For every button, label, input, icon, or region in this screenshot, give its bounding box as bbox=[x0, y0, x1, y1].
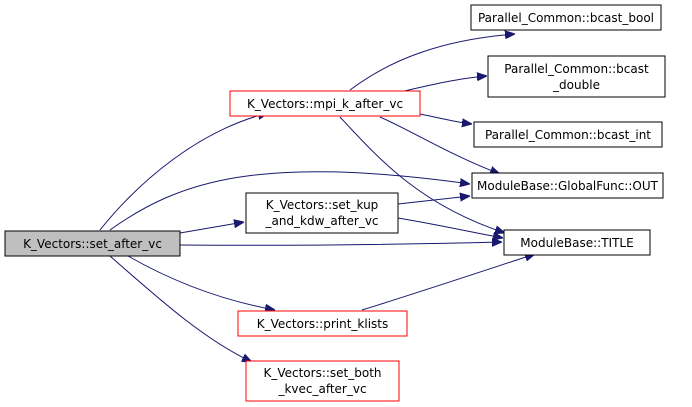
node-label-line-1: Parallel_Common::bcast bbox=[504, 62, 649, 76]
node-label-line-1: K_Vectors::set_both bbox=[263, 366, 381, 380]
node-box bbox=[237, 310, 408, 337]
node-label: K_Vectors::set_after_vc bbox=[23, 237, 162, 251]
edge-set-after-vc-to-globalfunc-out bbox=[109, 171, 470, 231]
node-set-after-vc[interactable]: K_Vectors::set_after_vc bbox=[4, 230, 181, 257]
node-box bbox=[503, 229, 651, 256]
node-label-line-2: _and_kdw_after_vc bbox=[264, 214, 378, 228]
edge-set-after-vc-to-mpi-k-after-vc bbox=[99, 113, 268, 231]
edge-mpi-k-after-vc-to-bcast-int bbox=[419, 113, 472, 124]
node-label: K_Vectors::print_klists bbox=[257, 317, 388, 331]
edges bbox=[99, 34, 535, 362]
node-box bbox=[471, 172, 664, 199]
node-set-both-kvec-after-vc[interactable]: K_Vectors::set_both _kvec_after_vc bbox=[245, 360, 400, 402]
node-label-line-2: _kvec_after_vc bbox=[277, 382, 366, 396]
edge-mpi-k-after-vc-to-bcast-bool bbox=[349, 34, 515, 91]
edge-set-after-vc-to-set-kup-and-kdw bbox=[179, 222, 244, 234]
edge-set-kup-to-globalfunc-out bbox=[397, 196, 470, 205]
node-bcast-bool[interactable]: Parallel_Common::bcast_bool bbox=[470, 4, 662, 31]
node-box bbox=[487, 55, 666, 98]
node-set-kup-and-kdw-after-vc[interactable]: K_Vectors::set_kup _and_kdw_after_vc bbox=[245, 192, 399, 234]
node-box bbox=[229, 90, 421, 117]
node-bcast-int[interactable]: Parallel_Common::bcast_int bbox=[473, 121, 663, 148]
node-label: ModuleBase::TITLE bbox=[520, 236, 633, 250]
node-label: Parallel_Common::bcast_int bbox=[485, 128, 651, 142]
node-title[interactable]: ModuleBase::TITLE bbox=[503, 229, 651, 256]
node-box bbox=[473, 121, 663, 148]
node-label-line-2: _double bbox=[552, 78, 600, 92]
node-label: K_Vectors::mpi_k_after_vc bbox=[247, 97, 403, 111]
node-label: ModuleBase::GlobalFunc::OUT bbox=[477, 179, 659, 193]
edge-set-after-vc-to-print-klists bbox=[127, 255, 275, 310]
edge-set-after-vc-to-title bbox=[179, 242, 502, 245]
edge-print-klists-to-title bbox=[361, 254, 535, 311]
node-bcast-double[interactable]: Parallel_Common::bcast _double bbox=[487, 55, 666, 98]
node-box bbox=[245, 360, 400, 402]
node-label: Parallel_Common::bcast_bool bbox=[478, 11, 654, 25]
node-label-line-1: K_Vectors::set_kup bbox=[266, 198, 379, 212]
node-box bbox=[245, 192, 399, 234]
node-print-klists[interactable]: K_Vectors::print_klists bbox=[237, 310, 408, 337]
edge-mpi-k-after-vc-to-globalfunc-out bbox=[379, 116, 500, 174]
edge-set-after-vc-to-set-both-kvec bbox=[109, 255, 252, 362]
node-mpi-k-after-vc[interactable]: K_Vectors::mpi_k_after_vc bbox=[229, 90, 421, 117]
node-globalfunc-out[interactable]: ModuleBase::GlobalFunc::OUT bbox=[471, 172, 664, 199]
edge-mpi-k-after-vc-to-title bbox=[339, 116, 505, 233]
node-box bbox=[4, 230, 181, 257]
node-box bbox=[470, 4, 662, 31]
edge-mpi-k-after-vc-to-bcast-double bbox=[399, 76, 487, 93]
edge-set-kup-to-title bbox=[397, 217, 503, 238]
